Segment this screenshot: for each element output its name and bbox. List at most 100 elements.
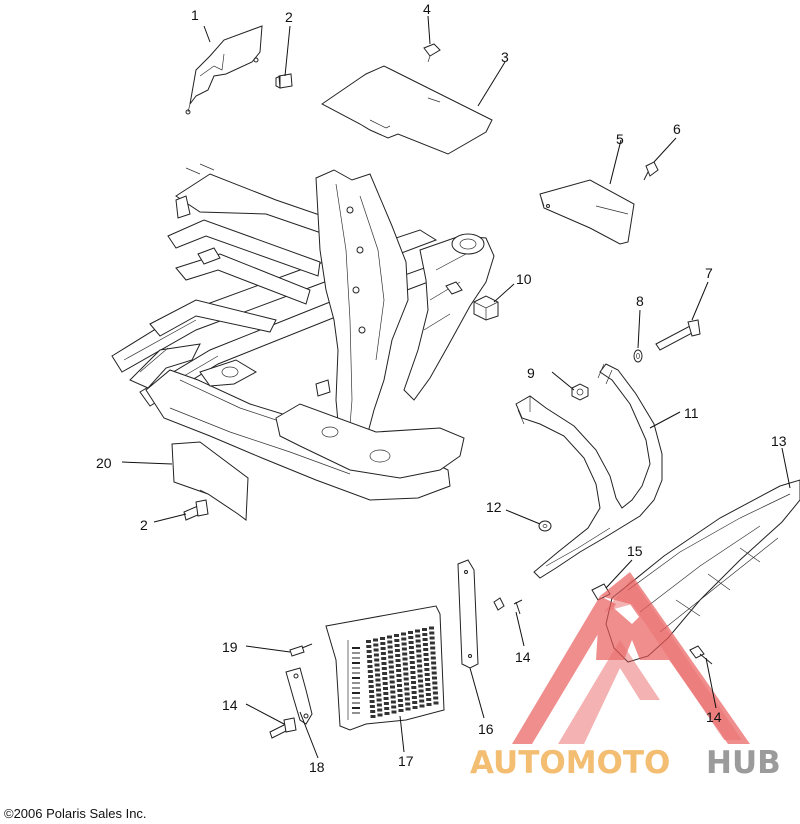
grille-mesh-cell <box>417 664 423 668</box>
grille-mesh-cell <box>415 644 421 648</box>
grille-mesh-cell <box>401 637 407 641</box>
grille-mesh-cell <box>388 665 394 669</box>
grille-mesh-cell <box>426 698 432 701</box>
grille-mesh-cell <box>432 691 438 695</box>
callout-14-left: 14 <box>222 697 238 713</box>
grille-mesh-cell <box>404 682 409 686</box>
grille-mesh-cell <box>375 683 381 687</box>
grille-mesh-cell <box>398 704 404 707</box>
grille-mesh-cell <box>411 691 417 694</box>
grille-mesh-cell <box>401 647 407 651</box>
grille-mesh-cell <box>388 660 394 664</box>
part-18-bracket <box>285 667 313 725</box>
grille-mesh-cell <box>374 658 380 662</box>
grille-mesh-cell <box>411 686 417 689</box>
main-frame <box>111 163 495 501</box>
grille-mesh-cell <box>367 665 373 668</box>
part-4-clip <box>423 43 441 63</box>
grille-mesh-cell <box>388 655 394 659</box>
part-2-rivet-top <box>275 73 293 89</box>
callout-9: 9 <box>527 365 535 381</box>
grille-mesh-cell <box>381 657 387 660</box>
grille-mesh-cell <box>376 703 382 707</box>
callout-2-lower: 2 <box>140 517 148 533</box>
grille-mesh-cell <box>425 683 431 686</box>
grille-mesh-cell <box>424 673 430 676</box>
grille-mesh-cell <box>394 649 400 652</box>
grille-mesh-cell <box>384 712 390 715</box>
grille-mesh-cell <box>395 659 401 662</box>
grille-mesh-cell <box>410 671 416 674</box>
grille-mesh-cell <box>412 706 418 709</box>
watermark-logo: AUTOMOTO HUB <box>470 572 781 781</box>
grille-mesh-cell <box>424 668 430 671</box>
grille-mesh-cell <box>374 668 380 672</box>
grille-mesh-cell <box>391 705 397 709</box>
grille-mesh-cell <box>389 670 395 674</box>
grille-mesh-cell <box>367 670 373 673</box>
grille-mesh-cell <box>410 666 416 669</box>
grille-mesh-cell <box>403 677 409 681</box>
part-2-rivet-lower <box>183 499 209 521</box>
part-12-washer <box>538 520 552 532</box>
grille-mesh-cell <box>380 652 386 655</box>
grille-mesh-cell <box>375 673 381 677</box>
callout-4: 4 <box>423 1 431 17</box>
grille-mesh-cell <box>373 638 378 642</box>
grille-mesh-cell <box>390 700 396 704</box>
grille-mesh-cell <box>429 626 434 630</box>
grille-mesh-cell <box>417 674 423 678</box>
grille-mesh-cell <box>425 693 431 696</box>
grille-mesh-cell <box>422 633 428 636</box>
grille-mesh-cell <box>383 702 389 705</box>
part-7-bolt <box>655 319 701 351</box>
grille-mesh-cell <box>425 678 430 681</box>
grille-mesh-cell <box>403 672 409 676</box>
grille-mesh-cell <box>397 699 403 702</box>
grille-mesh-cell <box>373 643 379 647</box>
grille-mesh-cell <box>380 642 386 645</box>
grille-mesh-cell <box>404 697 410 701</box>
grille-mesh-cell <box>432 681 438 685</box>
grille-mesh-cell <box>418 679 423 683</box>
grille-mesh-cell <box>383 697 389 700</box>
grille-mesh-cell <box>408 631 413 634</box>
grille-mesh-cell <box>368 680 374 683</box>
grille-mesh-cell <box>376 693 382 697</box>
callout-20: 20 <box>96 455 112 471</box>
grille-mesh-cell <box>423 653 429 656</box>
grille-mesh-cell <box>415 629 420 633</box>
grille-mesh-cell <box>381 667 387 670</box>
grille-mesh-cell <box>412 701 418 704</box>
grille-mesh-cell <box>404 687 410 691</box>
grille-mesh-cell <box>422 643 428 646</box>
grille-mesh-cell <box>409 651 415 654</box>
grille-mesh-cell <box>422 628 427 631</box>
grille-mesh-cell <box>377 713 383 717</box>
grille-mesh-cell <box>382 682 388 685</box>
grille-mesh-cell <box>373 653 379 657</box>
callout-5: 5 <box>616 131 624 147</box>
callout-12: 12 <box>486 499 502 515</box>
grille-mesh-cell <box>430 646 436 650</box>
grille-mesh-cell <box>382 677 388 680</box>
grille-mesh-cell <box>396 669 402 672</box>
grille-mesh-cell <box>366 640 371 643</box>
grille-mesh-cell <box>366 655 372 658</box>
grille-mesh-cell <box>367 660 373 663</box>
grille-mesh-cell <box>418 689 424 693</box>
watermark-word-part2: HUB <box>706 745 781 781</box>
part-17-grille <box>325 605 445 731</box>
callout-13: 13 <box>771 433 787 449</box>
watermark-word-part1: AUTOMOTO <box>470 745 670 781</box>
grille-mesh-cell <box>416 654 422 658</box>
part-9-nut <box>571 383 589 401</box>
grille-mesh-cell <box>382 672 388 675</box>
grille-mesh-cell <box>408 636 414 639</box>
grille-mesh-cell <box>404 692 410 696</box>
part-14-screw-middle <box>493 597 523 615</box>
grille-mesh-cell <box>416 659 422 663</box>
grille-mesh-cell <box>369 690 374 693</box>
part-14-screw-right <box>689 645 713 665</box>
